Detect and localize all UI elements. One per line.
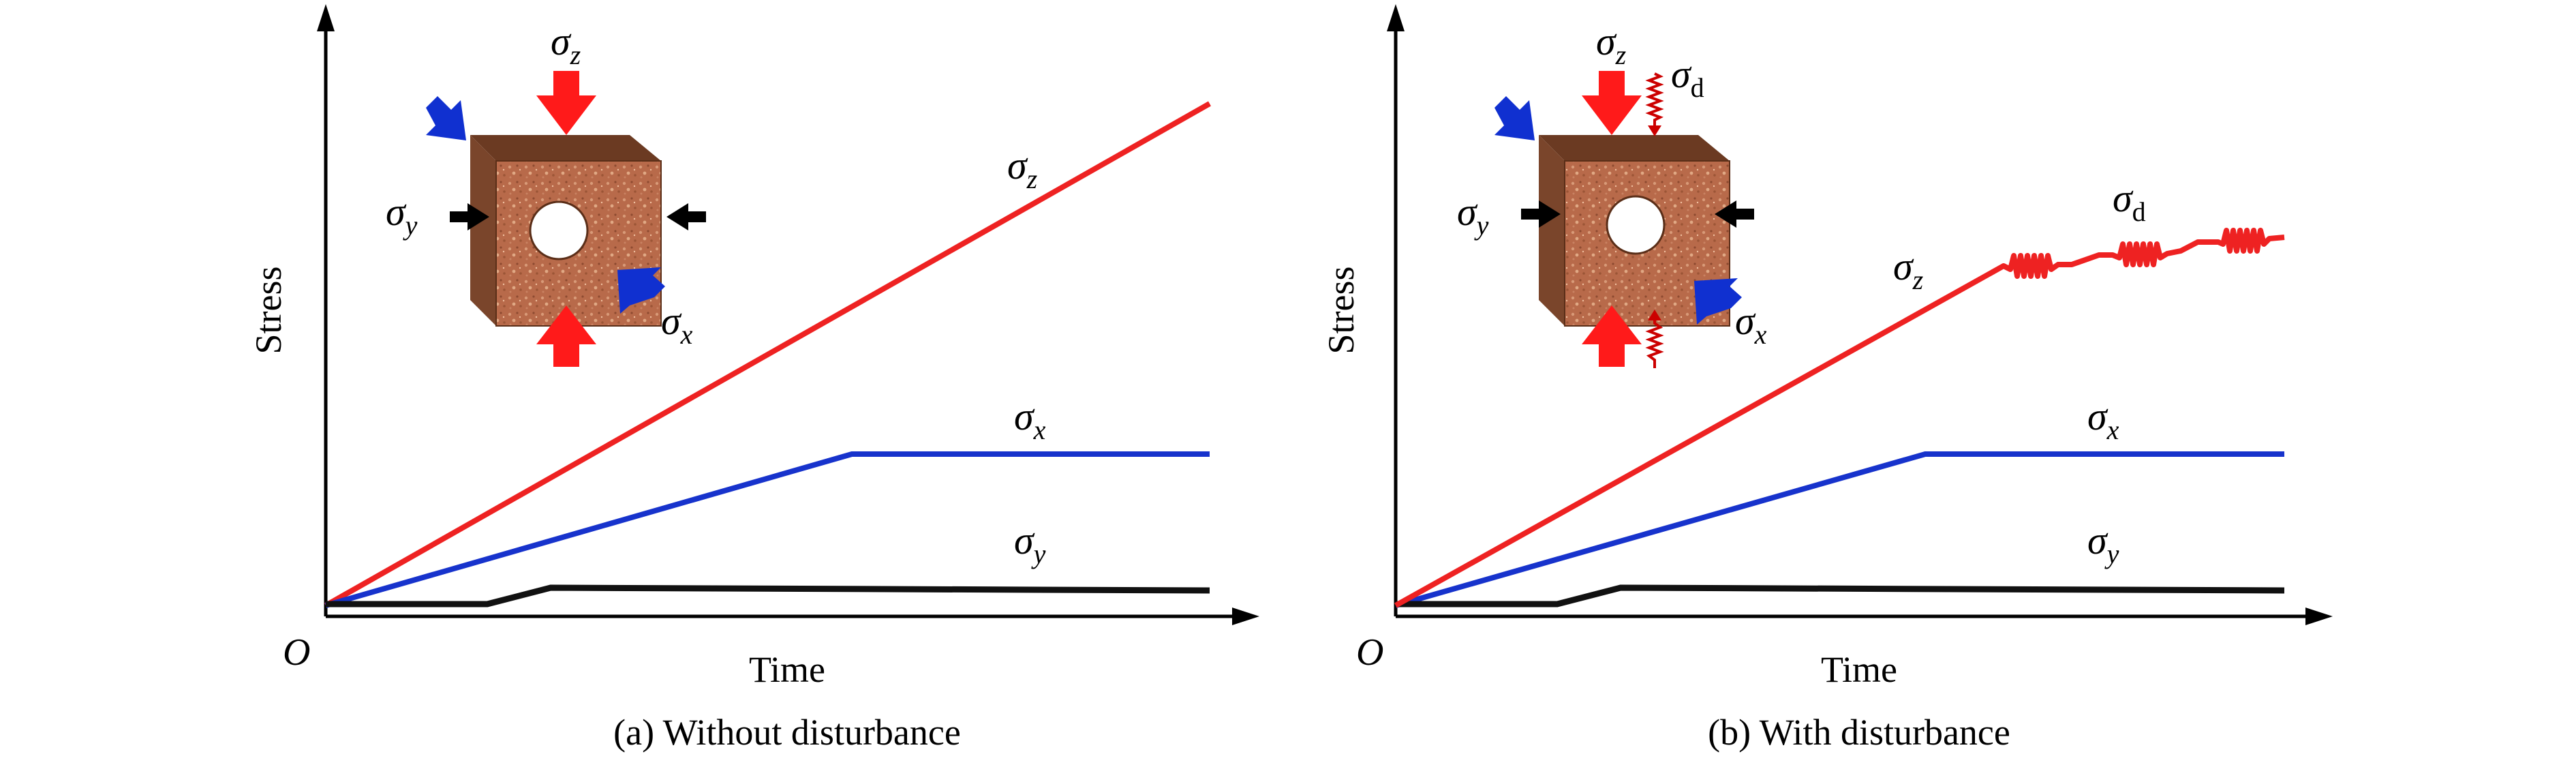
x-axis-label: Time	[749, 649, 825, 690]
y-axis-arrowhead	[1387, 4, 1405, 31]
panel-a: O Time Stress (a) Without disturbance σz…	[248, 4, 1259, 753]
curve-label-sigma-z: σz	[1007, 143, 1038, 194]
curve-sigma-z	[324, 101, 1211, 608]
y-axis-arrowhead	[317, 4, 335, 31]
sigma-x-back-arrow-icon	[426, 96, 466, 140]
curve-label-sigma-x: σx	[1014, 394, 1046, 445]
sigma-z-bottom-arrow-icon	[1582, 305, 1642, 367]
block-side-face	[470, 135, 496, 326]
sigma-y-right-arrow-icon	[666, 203, 706, 230]
curve-label-sigma-y: σy	[2087, 518, 2119, 569]
curve-sigma-z	[1394, 228, 2285, 608]
disturbance-top-arrow-icon	[1645, 72, 1664, 136]
sigma-z-top-arrow-icon	[1582, 71, 1642, 135]
sigma-z-top-arrow-icon	[536, 71, 596, 135]
borehole	[1606, 195, 1666, 255]
x-axis-arrowhead	[1232, 608, 1259, 625]
block-side-face	[1539, 135, 1565, 326]
sigma-y-left-arrow-icon	[1521, 200, 1561, 228]
curve-sigma-x	[1394, 451, 2284, 608]
origin-label: O	[283, 631, 310, 674]
x-axis-arrowhead	[2305, 608, 2333, 625]
curve-sigma-x	[324, 451, 1210, 608]
sigma-x-front-arrow-icon	[617, 267, 665, 314]
panel-caption: (b) With disturbance	[1708, 712, 2010, 753]
sigma-y-left-arrow-icon	[450, 203, 489, 230]
block-label-sigma-d: σd	[1671, 52, 1704, 103]
sigma-z-bottom-arrow-icon	[536, 305, 596, 367]
x-axis-label: Time	[1821, 649, 1897, 690]
disturbance-bottom-arrow-icon	[1645, 310, 1664, 368]
curve-label-sigma-z: σz	[1893, 244, 1924, 295]
y-axis-label: Stress	[1321, 266, 1362, 354]
borehole	[529, 200, 589, 260]
curve-sigma-y	[1396, 584, 2285, 608]
curve-label-sigma-d: σd	[2113, 176, 2146, 227]
block-label-sigma-x: σx	[661, 299, 693, 350]
curve-label-sigma-x: σx	[2087, 394, 2119, 445]
curve-label-sigma-y: σy	[1014, 518, 1046, 569]
block-top-face	[470, 135, 661, 161]
block-label-sigma-y: σy	[1457, 190, 1489, 241]
sigma-x-front-arrow-icon	[1694, 278, 1742, 325]
block-label-sigma-z: σz	[551, 19, 581, 70]
block-top-face	[1539, 135, 1730, 161]
block-label-sigma-x: σx	[1735, 299, 1767, 350]
block-label-sigma-y: σy	[386, 190, 418, 241]
panel-caption: (a) Without disturbance	[613, 712, 961, 753]
sigma-y-right-arrow-icon	[1715, 200, 1754, 228]
origin-label: O	[1356, 631, 1383, 674]
sigma-x-back-arrow-icon	[1494, 96, 1535, 140]
block-label-sigma-z: σz	[1596, 19, 1627, 70]
curve-sigma-y	[326, 584, 1210, 608]
y-axis-label: Stress	[248, 266, 289, 354]
panel-b: O Time Stress (b) With disturbance σz σd…	[1321, 4, 2333, 753]
